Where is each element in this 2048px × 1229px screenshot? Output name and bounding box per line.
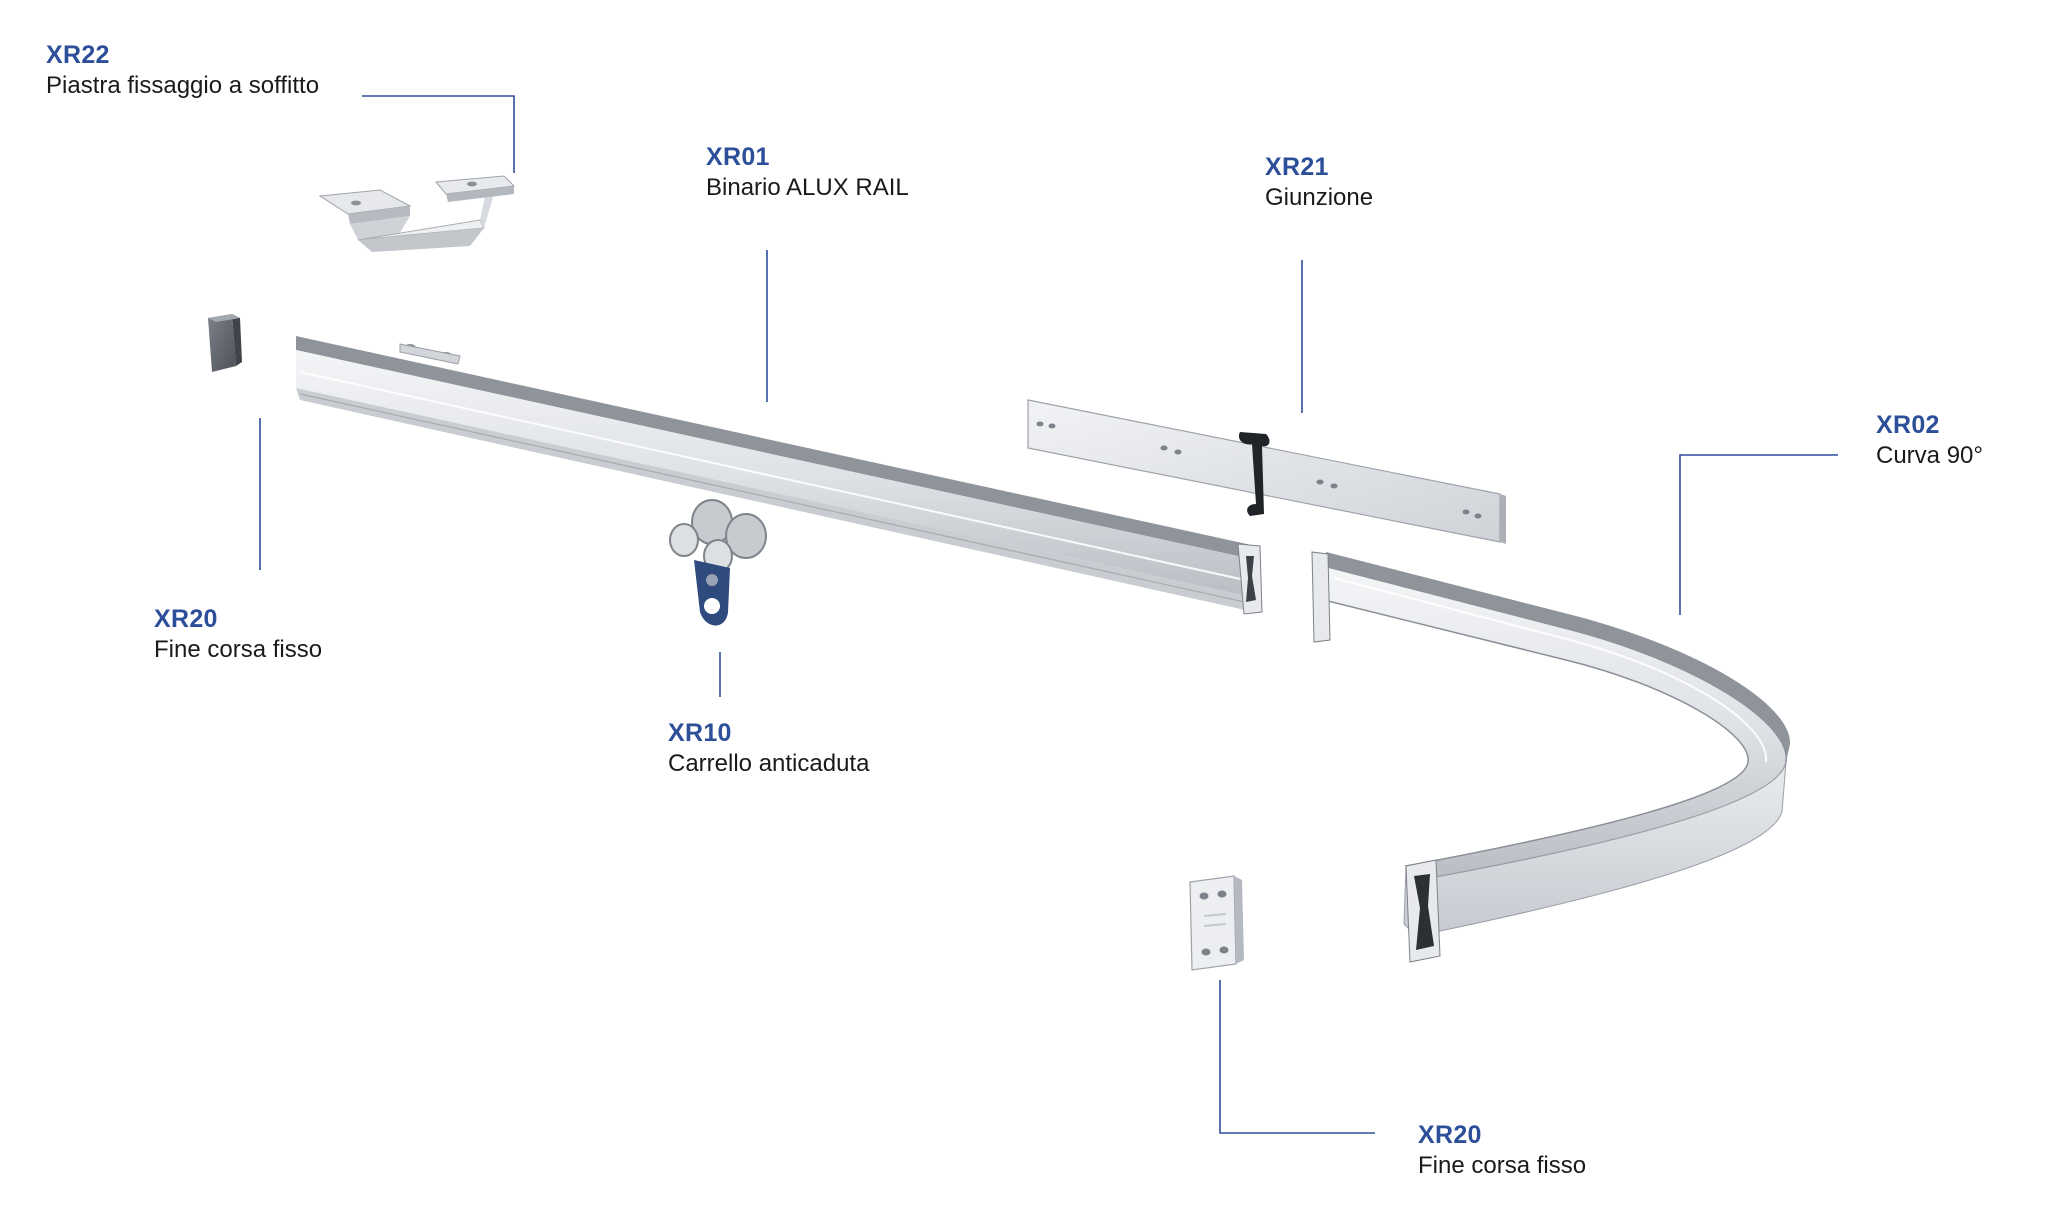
- component-code: XR20: [154, 605, 218, 633]
- curved-rail-drawing: [1311, 551, 1791, 963]
- component-code: XR01: [706, 143, 770, 171]
- end-stop-left-drawing: [208, 314, 242, 372]
- component-code: XR22: [46, 41, 110, 69]
- label-xr20-left: XR20 Fine corsa fisso: [154, 604, 322, 665]
- label-xr22: XR22 Piastra fissaggio a soffitto: [46, 40, 319, 101]
- trolley-drawing: [669, 499, 767, 626]
- leader-line-xr22: [362, 95, 515, 173]
- ceiling-plate-drawing: [318, 175, 516, 252]
- component-code: XR20: [1418, 1121, 1482, 1149]
- label-xr20-right: XR20 Fine corsa fisso: [1418, 1120, 1586, 1181]
- leader-line-xr02: [1679, 454, 1838, 615]
- component-code: XR21: [1265, 153, 1329, 181]
- leader-line-xr20-right: [1219, 980, 1375, 1134]
- straight-rail-drawing: [296, 336, 1263, 615]
- label-xr21: XR21 Giunzione: [1265, 152, 1373, 213]
- component-description: Piastra fissaggio a soffitto: [46, 72, 320, 99]
- component-description: Fine corsa fisso: [154, 636, 323, 663]
- end-stop-right-drawing: [1189, 875, 1244, 971]
- component-description: Curva 90°: [1876, 442, 1983, 469]
- label-xr10: XR10 Carrello anticaduta: [668, 718, 869, 779]
- label-xr01: XR01 Binario ALUX RAIL: [706, 142, 909, 203]
- component-description: Binario ALUX RAIL: [706, 174, 909, 201]
- component-code: XR10: [668, 719, 732, 747]
- joint-plate-drawing: [1027, 399, 1506, 544]
- component-code: XR02: [1876, 411, 1940, 439]
- component-description: Giunzione: [1265, 184, 1374, 211]
- leader-lines: [259, 95, 1838, 1134]
- component-description: Carrello anticaduta: [668, 750, 870, 777]
- label-xr02: XR02 Curva 90°: [1876, 410, 1983, 471]
- component-description: Fine corsa fisso: [1418, 1152, 1587, 1179]
